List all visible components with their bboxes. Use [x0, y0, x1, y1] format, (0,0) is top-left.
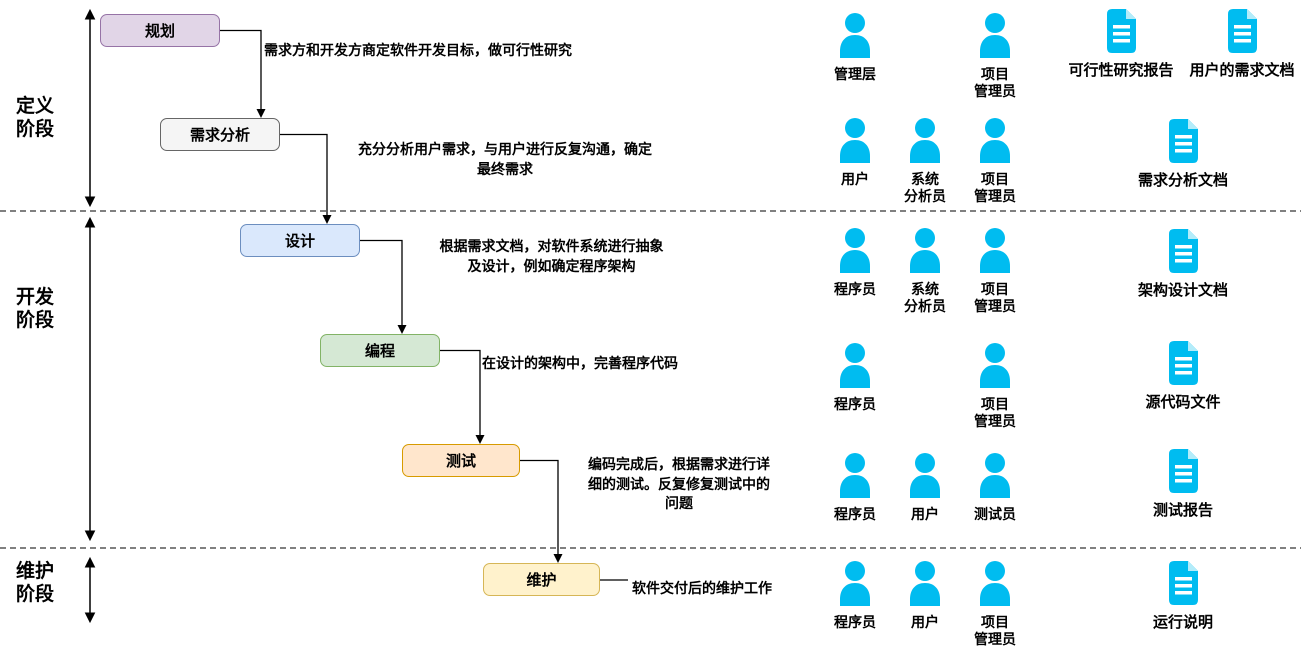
person-icon — [973, 12, 1017, 63]
person-tester: 测试员 — [960, 452, 1030, 523]
person-programmer: 程序员 — [820, 342, 890, 413]
person-role-label: 系统 分析员 — [904, 281, 946, 314]
person-user: 用户 — [890, 560, 960, 631]
stage-label-maintenance: 维护 — [526, 572, 557, 589]
person-icon — [973, 117, 1017, 168]
stage-description-design: 根据需求文档，对软件系统进行抽象 及设计，例如确定程序架构 — [439, 238, 664, 274]
document-icon — [1221, 8, 1263, 59]
person-role-label: 系统 分析员 — [904, 171, 946, 204]
document-icon — [1162, 118, 1204, 169]
stage-label-requirements: 需求分析 — [189, 127, 250, 144]
person-role-label: 用户 — [911, 614, 939, 630]
person-icon — [973, 452, 1017, 503]
document-icon — [1100, 8, 1142, 59]
document-label: 源代码文件 — [1145, 394, 1221, 411]
person-project-manager: 项目 管理员 — [960, 342, 1030, 430]
person-user: 用户 — [890, 452, 960, 523]
document-icon — [1162, 228, 1204, 279]
person-role-label: 程序员 — [834, 614, 876, 630]
person-management: 管理层 — [820, 12, 890, 83]
stage-description-planning: 需求方和开发方商定软件开发目标，做可行性研究 — [264, 42, 572, 58]
document-requirements-analysis: 需求分析文档 — [1118, 118, 1248, 190]
person-icon — [903, 117, 947, 168]
stage-box-planning: 规划 — [100, 14, 220, 47]
stage-label-design: 设计 — [284, 233, 315, 250]
person-role-label: 项目 管理员 — [974, 614, 1016, 647]
phase-label-development: 开发 阶段 — [16, 287, 55, 331]
person-programmer: 程序员 — [820, 560, 890, 631]
document-source-code: 源代码文件 — [1118, 340, 1248, 412]
stage-description-maintenance: 软件交付后的维护工作 — [632, 580, 772, 596]
stage-box-testing: 测试 — [402, 444, 520, 477]
document-operation-manual: 运行说明 — [1118, 560, 1248, 632]
person-role-label: 程序员 — [834, 396, 876, 412]
person-role-label: 用户 — [911, 506, 939, 522]
person-icon — [833, 117, 877, 168]
document-icon — [1162, 448, 1204, 499]
document-test-report: 测试报告 — [1118, 448, 1248, 520]
person-programmer: 程序员 — [820, 452, 890, 523]
document-icon — [1162, 560, 1204, 611]
document-label: 可行性研究报告 — [1068, 62, 1174, 79]
person-icon — [973, 560, 1017, 611]
phase-span-arrow-development — [84, 216, 96, 542]
person-role-label: 程序员 — [834, 281, 876, 297]
document-feasibility-report: 可行性研究报告 — [1056, 8, 1186, 80]
person-system-analyst: 系统 分析员 — [890, 117, 960, 205]
person-system-analyst: 系统 分析员 — [890, 227, 960, 315]
person-project-manager: 项目 管理员 — [960, 117, 1030, 205]
person-icon — [833, 452, 877, 503]
phase-label-definition: 定义 阶段 — [16, 96, 55, 140]
document-architecture-design: 架构设计文档 — [1118, 228, 1248, 300]
person-icon — [833, 227, 877, 278]
stage-box-maintenance: 维护 — [483, 563, 600, 596]
person-role-label: 项目 管理员 — [974, 281, 1016, 314]
stage-description-coding: 在设计的架构中，完善程序代码 — [482, 355, 678, 371]
person-role-label: 项目 管理员 — [974, 66, 1016, 99]
person-role-label: 用户 — [841, 171, 869, 187]
person-icon — [903, 227, 947, 278]
document-label: 运行说明 — [1152, 614, 1213, 631]
person-programmer: 程序员 — [820, 227, 890, 298]
person-project-manager: 项目 管理员 — [960, 12, 1030, 100]
person-project-manager: 项目 管理员 — [960, 560, 1030, 648]
person-icon — [973, 342, 1017, 393]
stage-box-design: 设计 — [240, 224, 360, 257]
person-role-label: 测试员 — [974, 506, 1016, 522]
person-icon — [903, 560, 947, 611]
stage-label-testing: 测试 — [445, 453, 476, 470]
stage-box-requirements: 需求分析 — [160, 118, 280, 151]
document-label: 架构设计文档 — [1137, 282, 1228, 299]
stage-description-requirements: 充分分析用户需求，与用户进行反复沟通，确定 最终需求 — [358, 141, 652, 177]
phase-label-maintenance: 维护 阶段 — [16, 561, 55, 605]
phase-span-arrow-definition — [84, 8, 96, 208]
stage-description-testing: 编码完成后，根据需求进行详 细的测试。反复修复测试中的 问题 — [588, 456, 770, 512]
stage-label-coding: 编程 — [364, 343, 395, 360]
person-role-label: 管理层 — [834, 66, 876, 82]
document-label: 用户的需求文档 — [1189, 62, 1295, 79]
phase-span-arrow-maintenance — [84, 556, 96, 624]
document-label: 需求分析文档 — [1137, 172, 1228, 189]
person-icon — [973, 227, 1017, 278]
stage-label-planning: 规划 — [144, 23, 175, 40]
document-user-requirements: 用户的需求文档 — [1177, 8, 1301, 80]
person-role-label: 项目 管理员 — [974, 171, 1016, 204]
person-icon — [833, 560, 877, 611]
person-icon — [833, 12, 877, 63]
person-icon — [903, 452, 947, 503]
person-role-label: 项目 管理员 — [974, 396, 1016, 429]
document-icon — [1162, 340, 1204, 391]
person-user: 用户 — [820, 117, 890, 188]
person-project-manager: 项目 管理员 — [960, 227, 1030, 315]
stage-box-coding: 编程 — [320, 334, 440, 367]
person-role-label: 程序员 — [834, 506, 876, 522]
document-label: 测试报告 — [1152, 502, 1213, 519]
person-icon — [833, 342, 877, 393]
